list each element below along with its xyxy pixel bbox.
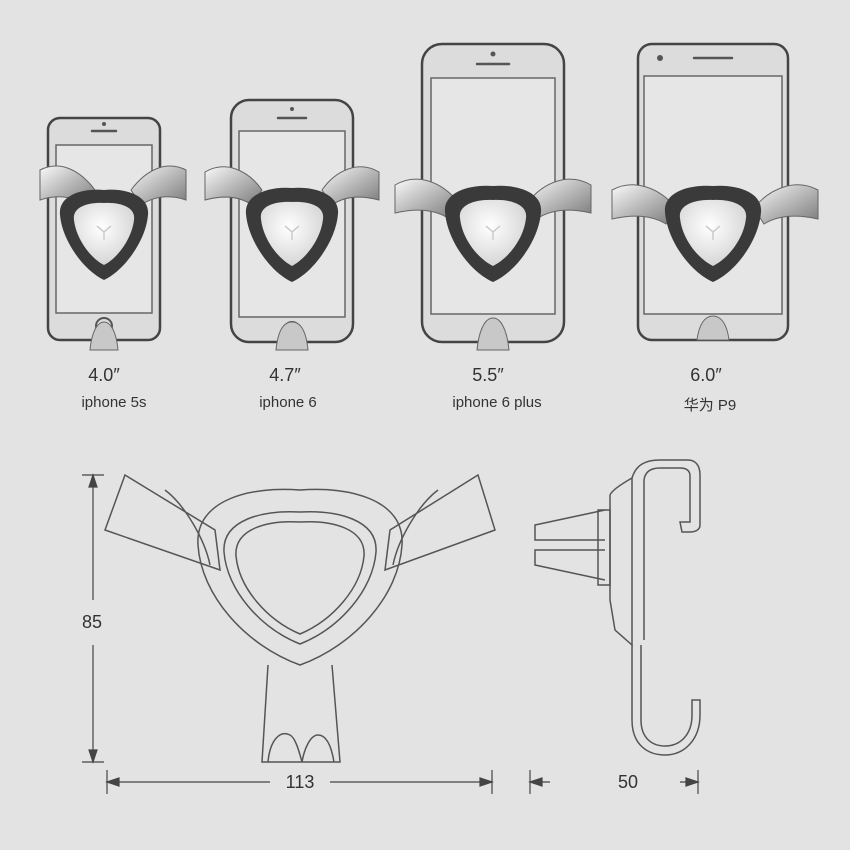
phone-iphone-6 <box>204 98 380 351</box>
phone-model-label: iphone 6 <box>259 394 317 411</box>
phone-size-label: 5.5″ <box>472 365 504 385</box>
phone-model-label: iphone 6 plus <box>452 394 542 411</box>
width-dimension-label: 113 <box>285 772 315 792</box>
phone-size-label: 4.0″ <box>88 365 120 385</box>
holder-side-view <box>534 459 701 756</box>
phone-model-label: 华为 P9 <box>683 397 737 414</box>
depth-dimension-label: 50 <box>617 772 639 792</box>
width-dimension-line <box>105 770 494 794</box>
phone-huawei-p9 <box>611 42 819 342</box>
phone-iphone-6-plus <box>394 42 592 351</box>
phone-size-label: 4.7″ <box>269 365 301 385</box>
height-dimension-label: 85 <box>81 612 103 632</box>
phone-iphone-5s <box>39 116 187 351</box>
depth-dimension-line <box>528 770 700 794</box>
holder-front-view <box>104 473 496 763</box>
phone-size-label: 6.0″ <box>690 365 722 385</box>
height-dimension-line <box>82 473 104 764</box>
phone-model-label: iphone 5s <box>81 394 147 411</box>
